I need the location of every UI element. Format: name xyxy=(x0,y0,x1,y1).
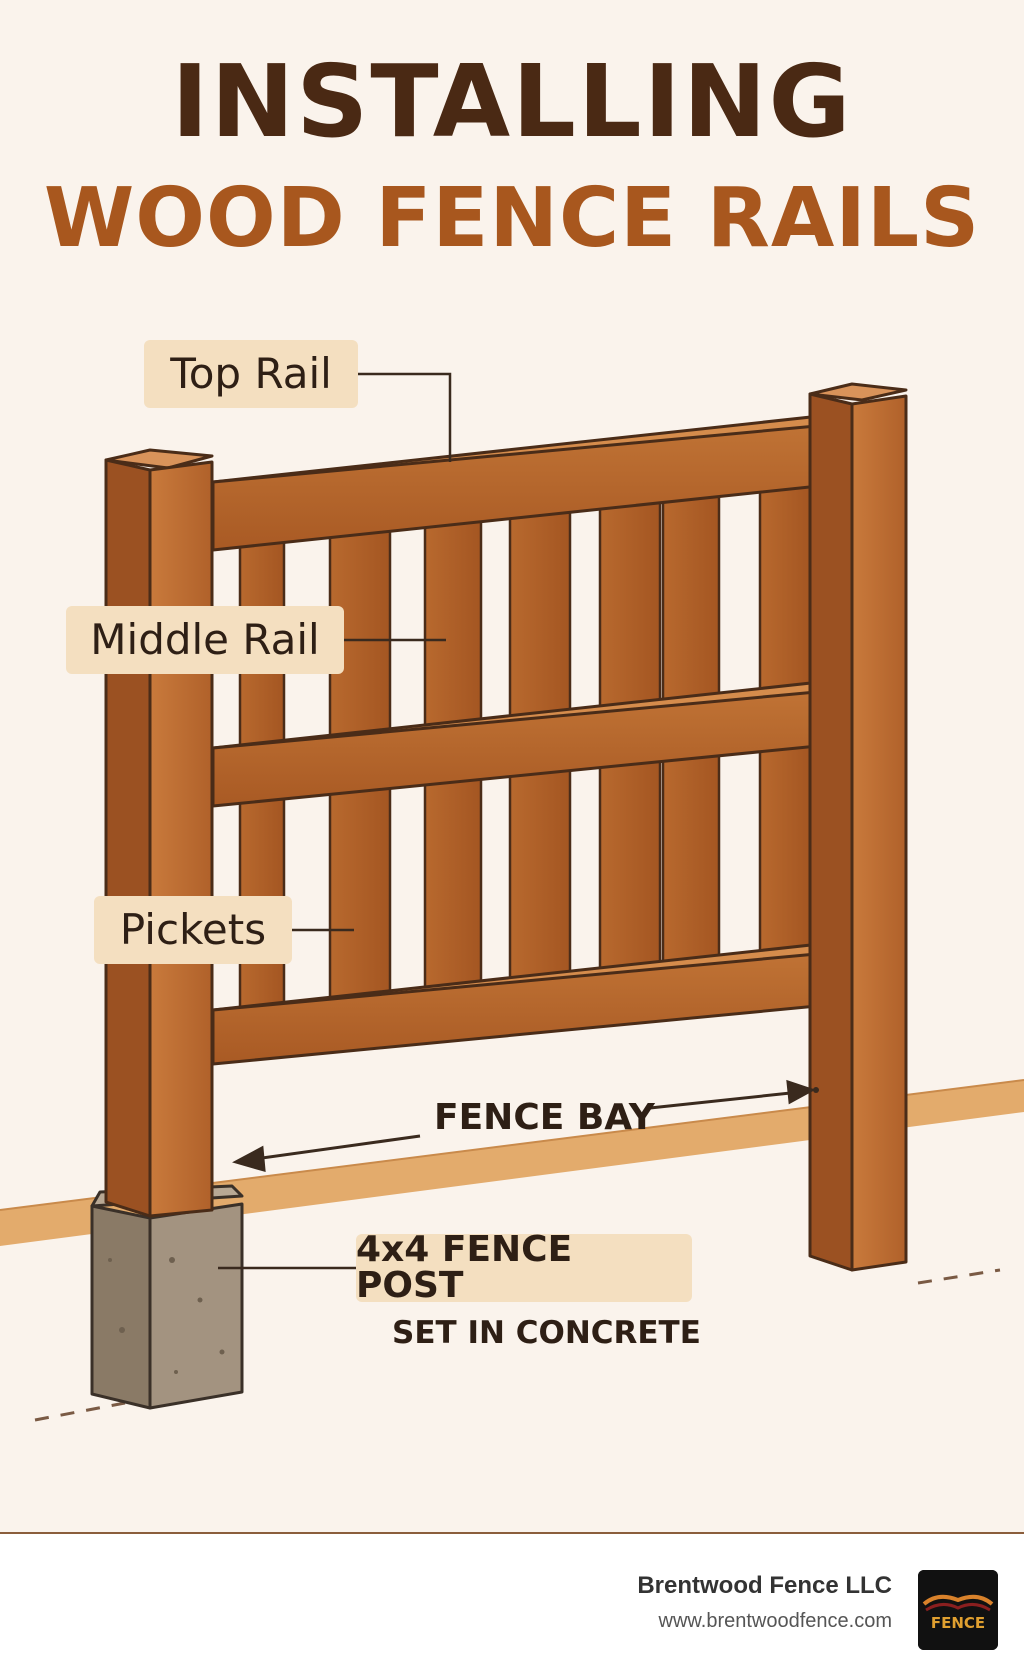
concrete-footing xyxy=(90,1184,244,1410)
company-name: Brentwood Fence LLC xyxy=(637,1572,892,1599)
left-post xyxy=(104,448,214,1218)
label-pickets: Pickets xyxy=(94,896,292,964)
footer xyxy=(0,1534,1024,1666)
label-top-rail: Top Rail xyxy=(144,340,358,408)
company-website: www.brentwoodfence.com xyxy=(658,1610,892,1632)
label-middle-rail: Middle Rail xyxy=(66,606,344,674)
company-logo: FENCE xyxy=(918,1570,998,1650)
fence-bay-end-point xyxy=(813,1087,819,1093)
label-set-in-concrete: SET IN CONCRETE xyxy=(392,1315,701,1351)
ground-dashes xyxy=(34,1268,1001,1422)
footer-divider xyxy=(0,1532,1024,1534)
label-fence-bay: FENCE BAY xyxy=(434,1097,655,1138)
title-line-1: INSTALLING xyxy=(171,43,853,160)
right-post xyxy=(808,382,908,1272)
leader-lines xyxy=(218,372,452,1270)
rails xyxy=(211,414,840,1066)
label-fence-post: 4x4 FENCE POST xyxy=(356,1232,692,1304)
logo-text: FENCE xyxy=(931,1614,985,1632)
logo-mark: FENCE xyxy=(918,1570,998,1650)
fence-bay-arrows xyxy=(232,1079,816,1173)
title-line-2: WOOD FENCE RAILS xyxy=(43,171,981,266)
